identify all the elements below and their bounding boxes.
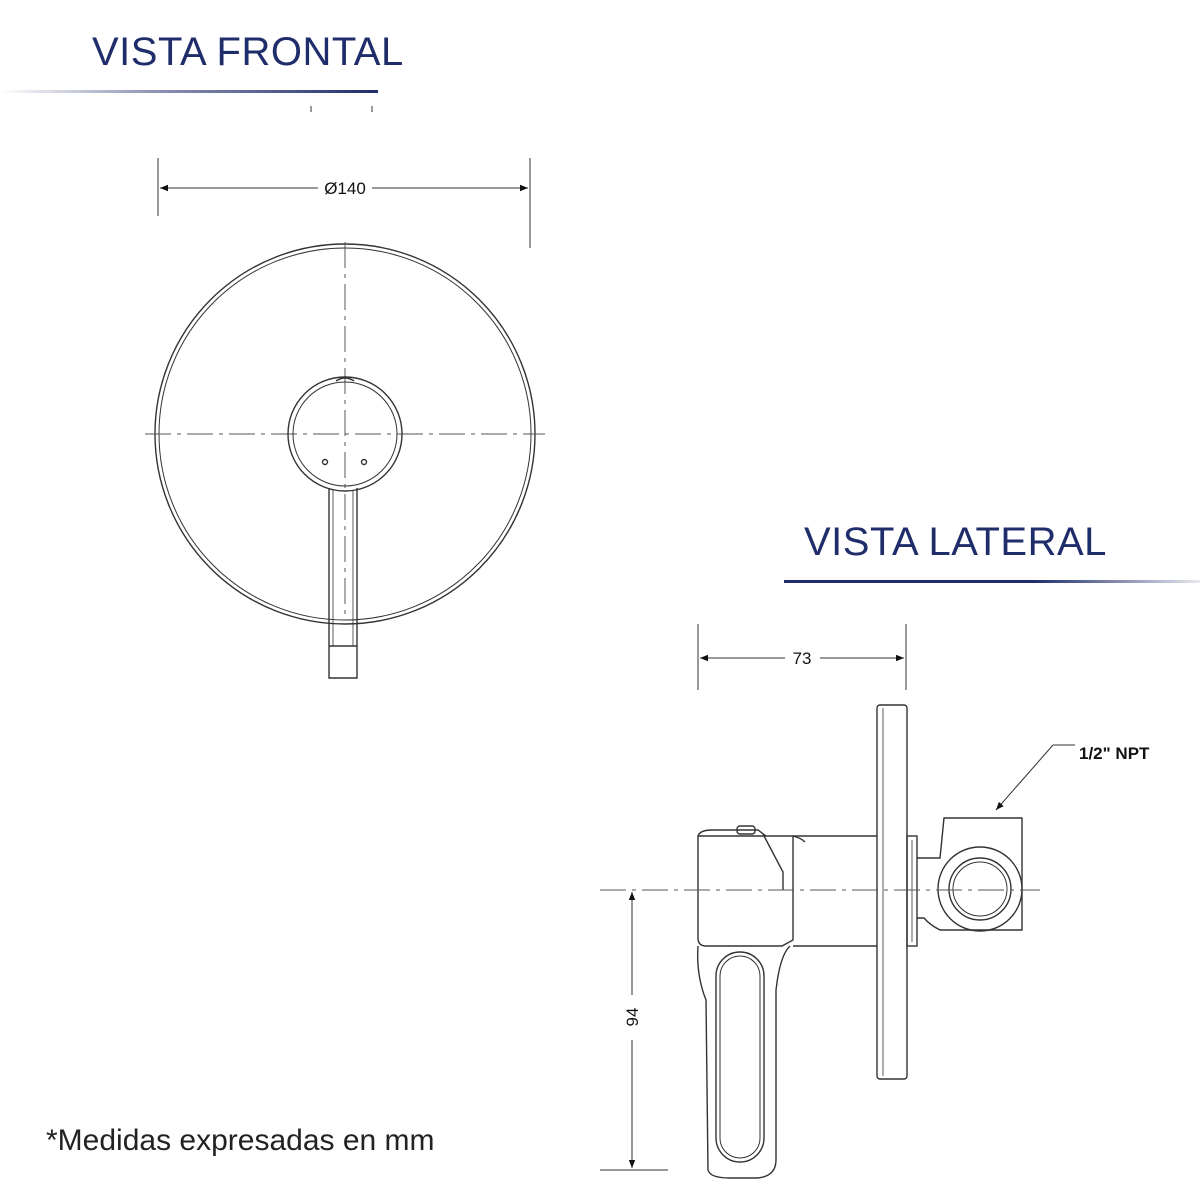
side-view-title: VISTA LATERAL <box>804 520 1107 564</box>
side-view-drawing <box>600 624 1075 1179</box>
front-view-drawing <box>145 106 545 679</box>
body-bevel <box>762 833 784 890</box>
side-view-title-underline <box>784 580 1200 583</box>
wall-plate <box>876 704 908 1080</box>
inlet-port-outer <box>937 846 1023 932</box>
inlet-port-inner <box>948 857 1012 921</box>
handle-hub-inner <box>292 381 398 487</box>
hub-top-cap <box>335 377 355 382</box>
units-footnote: *Medidas expresadas en mm <box>46 1124 435 1157</box>
hub-screw-left <box>321 458 329 466</box>
lever-slot-outer <box>715 951 765 1163</box>
thread-leader <box>995 744 1075 811</box>
diameter-label: Ø140 <box>324 179 366 198</box>
stem <box>793 835 877 947</box>
diameter-dimension <box>157 158 531 248</box>
handle-hub-outer <box>287 376 403 492</box>
thread-label: 1/2" NPT <box>1079 744 1150 763</box>
depth-dimension <box>697 624 907 690</box>
valve-body <box>917 817 1023 931</box>
collar <box>906 835 918 947</box>
lever-handle <box>328 488 358 679</box>
height-label: 94 <box>623 1008 642 1027</box>
height-dimension <box>600 892 668 1171</box>
hub-screw-right <box>360 458 368 466</box>
front-view-title: VISTA FRONTAL <box>92 30 404 74</box>
side-lever <box>696 945 791 1179</box>
handle-body <box>697 835 794 947</box>
center-lines <box>145 242 545 620</box>
depth-label: 73 <box>793 649 812 668</box>
body-top-cap <box>736 825 756 835</box>
front-view-title-underline <box>0 90 378 93</box>
